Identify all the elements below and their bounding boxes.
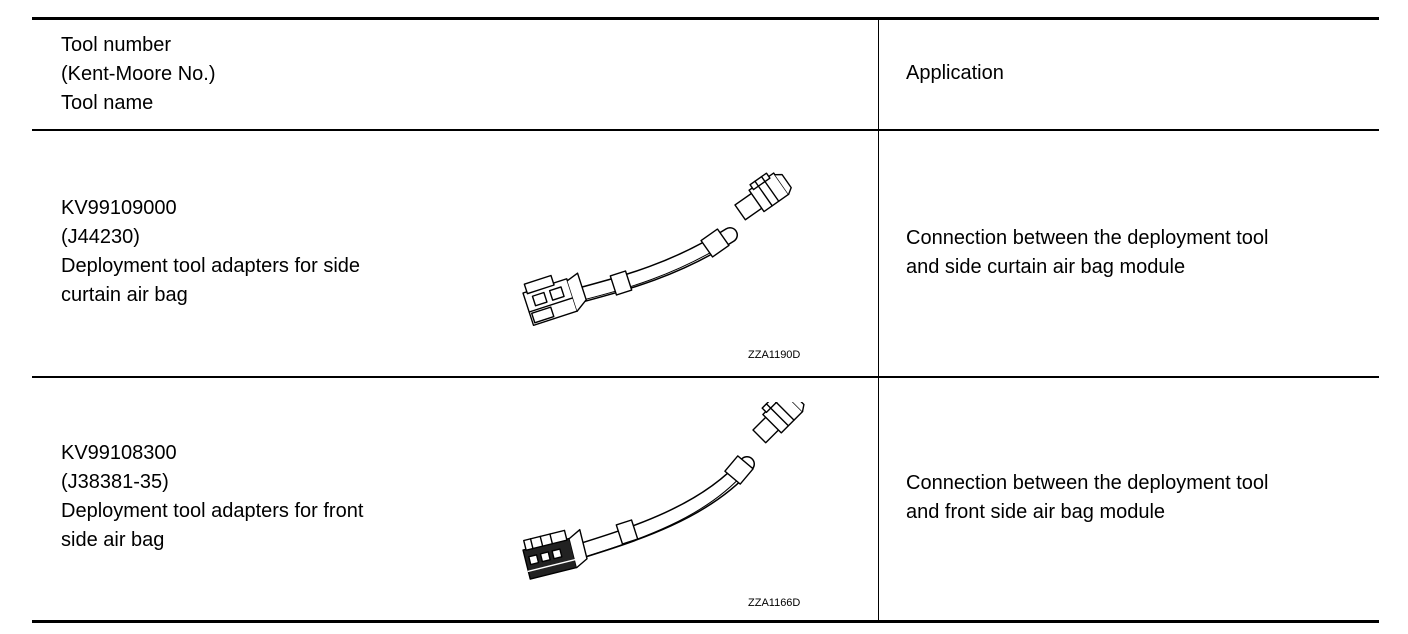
header-tool-column: Tool number (Kent-Moore No.) Tool name	[61, 31, 216, 118]
header-application: Application	[906, 62, 1004, 84]
curtain-adapter-illustration	[522, 172, 792, 327]
tool-number: KV99108300	[61, 442, 177, 464]
application-line: and side curtain air bag module	[906, 256, 1186, 278]
figure-code: ZZA1190D	[748, 349, 801, 361]
table-row-1-application: Connection between the deployment tool a…	[906, 224, 1268, 282]
table-row-2-tool: KV99108300 (J38381-35) Deployment tool a…	[61, 439, 363, 555]
table-row-2-application: Connection between the deployment tool a…	[906, 469, 1268, 527]
row-divider	[32, 376, 1379, 378]
tool-name-line: curtain air bag	[61, 284, 188, 306]
tool-name-line: Deployment tool adapters for front	[61, 500, 364, 522]
kent-moore-number: (J44230)	[61, 226, 140, 248]
column-divider	[878, 20, 879, 620]
table-top-rule	[32, 17, 1379, 20]
application-line: Connection between the deployment tool	[906, 472, 1269, 494]
application-line: and front side air bag module	[906, 501, 1166, 523]
header-tool-number: Tool number	[61, 34, 172, 56]
kent-moore-number: (J38381-35)	[61, 471, 169, 493]
table-row-1-tool: KV99109000 (J44230) Deployment tool adap…	[61, 194, 360, 310]
table-bottom-rule	[32, 620, 1379, 623]
tool-name-line: side air bag	[61, 529, 165, 551]
figure-code: ZZA1166D	[748, 597, 801, 609]
header-kent-moore: (Kent-Moore No.)	[61, 63, 216, 85]
header-tool-name: Tool name	[61, 92, 154, 114]
application-line: Connection between the deployment tool	[906, 227, 1269, 249]
tool-number: KV99109000	[61, 197, 177, 219]
tool-name-line: Deployment tool adapters for side	[61, 255, 361, 277]
front-side-adapter-illustration	[522, 402, 805, 580]
header-bottom-rule	[32, 129, 1379, 131]
